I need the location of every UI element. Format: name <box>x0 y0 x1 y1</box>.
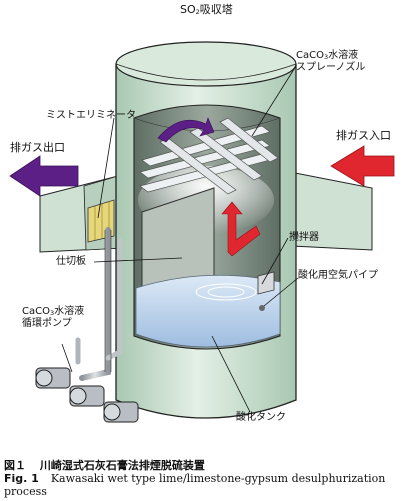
circulation-pump-line1-b: 水溶液 <box>54 306 85 317</box>
spray-nozzle-line2: スプレーノズル <box>296 62 366 73</box>
circulation-pump-line1-a: CaCO <box>22 306 50 317</box>
internal-outlet-arrow <box>157 117 215 143</box>
gas-inlet-label: 排ガス入口 <box>336 129 391 142</box>
mist-eliminator-label: ミストエリミネータ <box>46 110 136 121</box>
agitator-label: 攪拌器 <box>289 232 319 243</box>
caption-en-text: Kawasaki wet type lime/limestone-gypsum … <box>4 472 386 498</box>
slurry-liquid <box>135 274 281 348</box>
pump <box>35 367 71 389</box>
pump <box>103 401 139 423</box>
pump-group <box>35 367 139 423</box>
internal-inlet-arrow <box>221 201 261 257</box>
spray-nozzle-line1-a: CaCO <box>296 50 324 61</box>
tower-title-label: SO2吸収塔 <box>180 4 233 16</box>
spray-nozzle-line1-b: 水溶液 <box>328 50 359 61</box>
pump <box>69 385 105 407</box>
partition-label: 仕切板 <box>56 256 86 267</box>
circulation-pump-line1-sub: 3 <box>49 309 55 317</box>
circulation-pump-line2: 循環ポンプ <box>22 318 72 329</box>
tower-title-subscript: 2 <box>195 8 200 16</box>
spray-nozzle-line1-sub: 3 <box>323 53 329 61</box>
oxidation-air-pipe-label: 酸化用空気パイプ <box>298 270 378 281</box>
circulation-pump-label: CaCO3水溶液 循環ポンプ <box>22 306 84 330</box>
gas-outlet-label: 排ガス出口 <box>10 141 65 154</box>
spray-header <box>139 117 279 195</box>
gas-inlet-arrow <box>330 145 395 187</box>
caption-japanese: 図１ 川崎湿式石灰石膏法排煙脱硫装置 <box>4 457 205 473</box>
recirculation-pipes <box>75 227 123 381</box>
agitator-unit <box>257 271 275 311</box>
oxidation-tank-label: 酸化タンク <box>236 412 286 423</box>
spray-nozzle-label: CaCO3水溶液 スプレーノズル <box>296 50 365 74</box>
caption-jp-text: 川崎湿式石灰石膏法排煙脱硫装置 <box>39 459 205 472</box>
caption-en-number: Fig. 1 <box>4 472 39 485</box>
tower-title-base: SO <box>180 3 196 16</box>
tower-title-tail: 吸収塔 <box>199 3 233 16</box>
pipe-outline <box>104 230 112 372</box>
absorber-diagram <box>9 41 395 423</box>
gas-outlet-arrow <box>9 155 79 197</box>
caption-jp-number: 図１ <box>4 459 26 472</box>
leader-lines <box>61 65 299 413</box>
